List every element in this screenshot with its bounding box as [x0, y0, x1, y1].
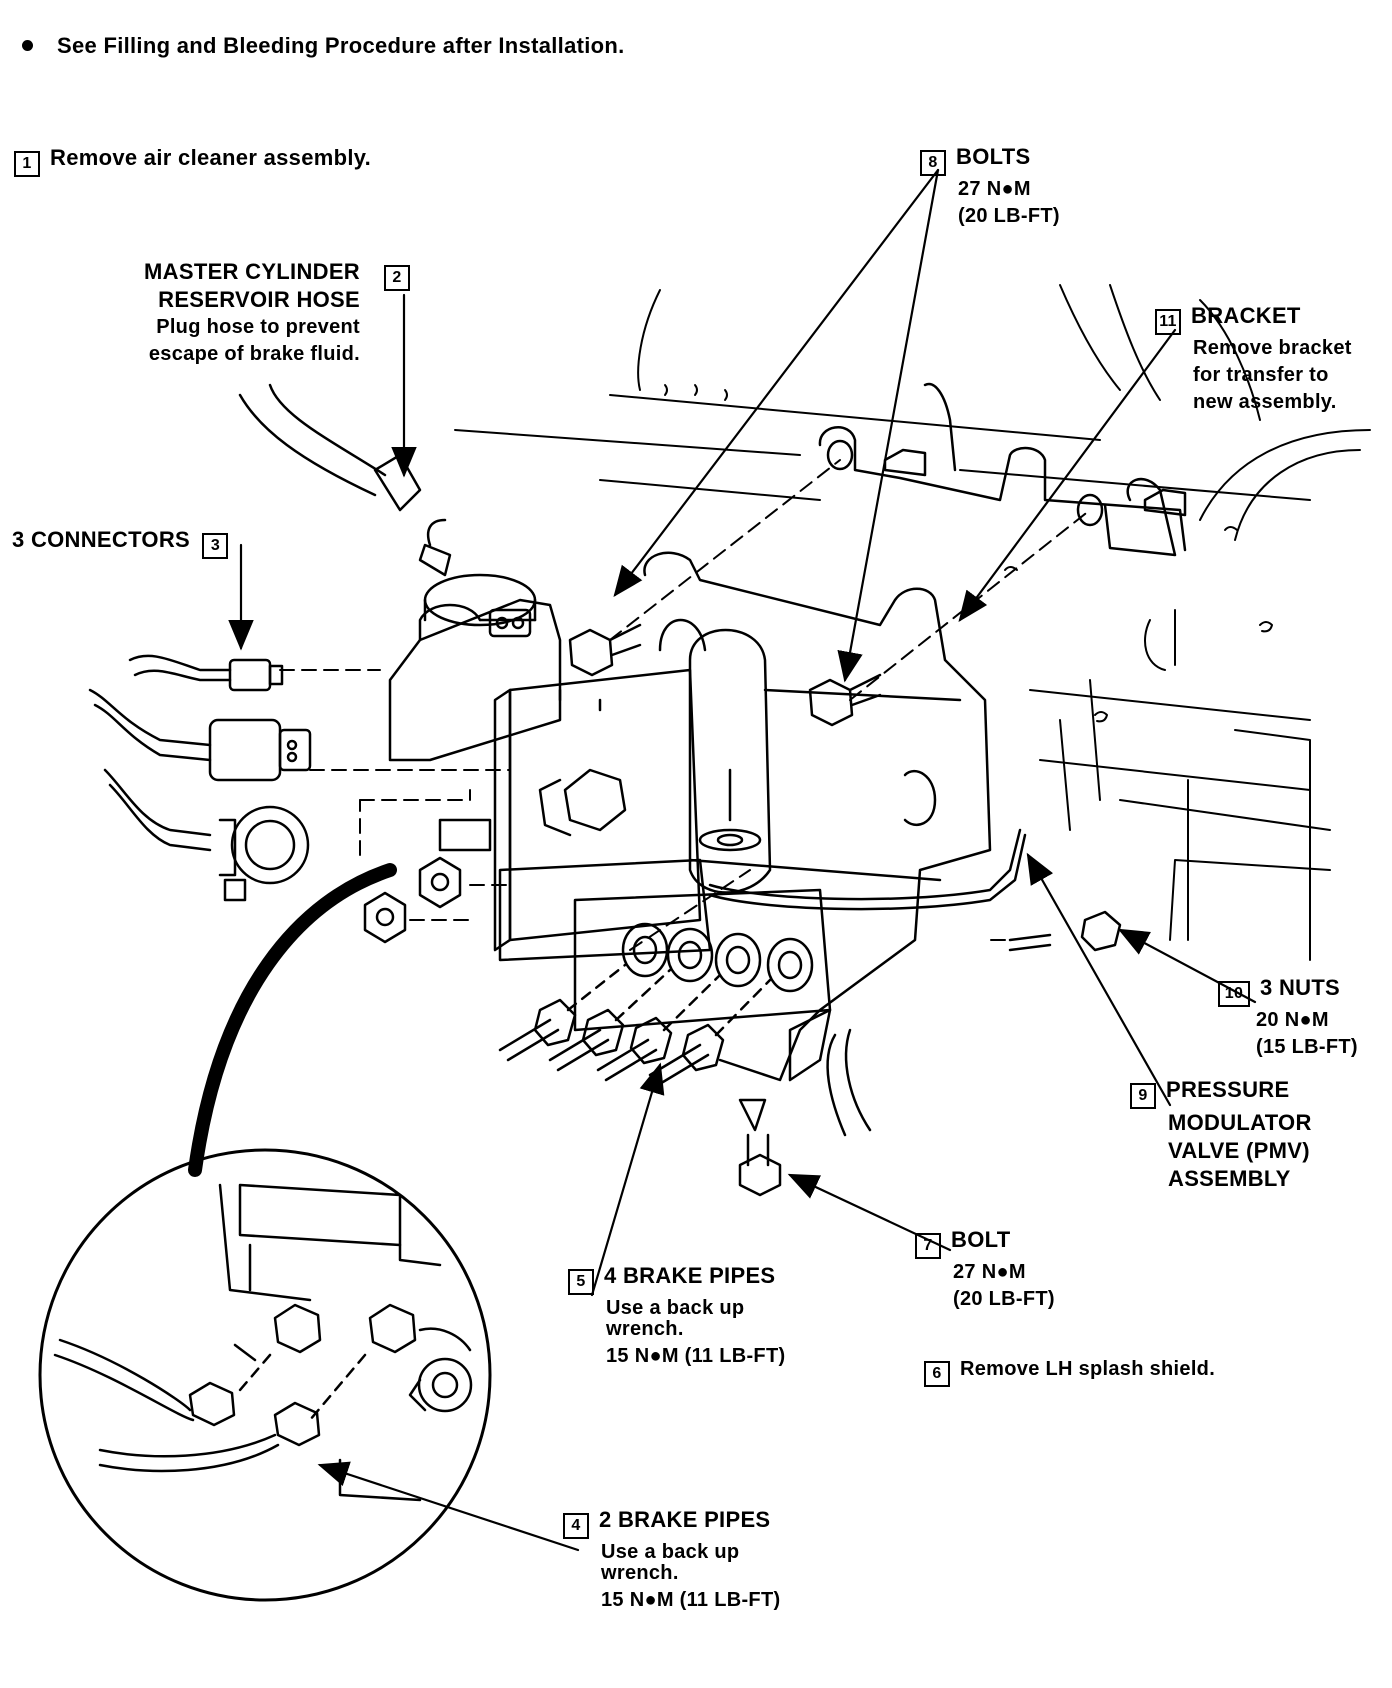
- electrical-connectors: [88, 654, 312, 902]
- hardware: [363, 623, 1122, 1197]
- reservoir-hose: [238, 383, 447, 547]
- callout-2-number: 2: [384, 258, 420, 291]
- pipe-ports: [621, 922, 814, 993]
- callout-2: MASTER CYLINDER RESERVOIR HOSE Plug hose…: [144, 259, 360, 365]
- wire-harness-lower: [826, 1028, 872, 1137]
- pmv-body: [493, 551, 1027, 1082]
- detail-view: [38, 863, 492, 1602]
- master-cylinder-reservoir: [388, 543, 562, 762]
- callout-3: 3 CONNECTORS 3: [12, 526, 238, 559]
- installation-note: See Filling and Bleeding Procedure after…: [22, 32, 625, 60]
- brake-pipes: [498, 963, 772, 1087]
- bullet-icon: [22, 40, 33, 51]
- mounting-bracket: [818, 382, 1187, 557]
- dash-guides: [279, 459, 1091, 951]
- callout-number: 1: [14, 151, 40, 177]
- leader-arrows: [228, 168, 1257, 1552]
